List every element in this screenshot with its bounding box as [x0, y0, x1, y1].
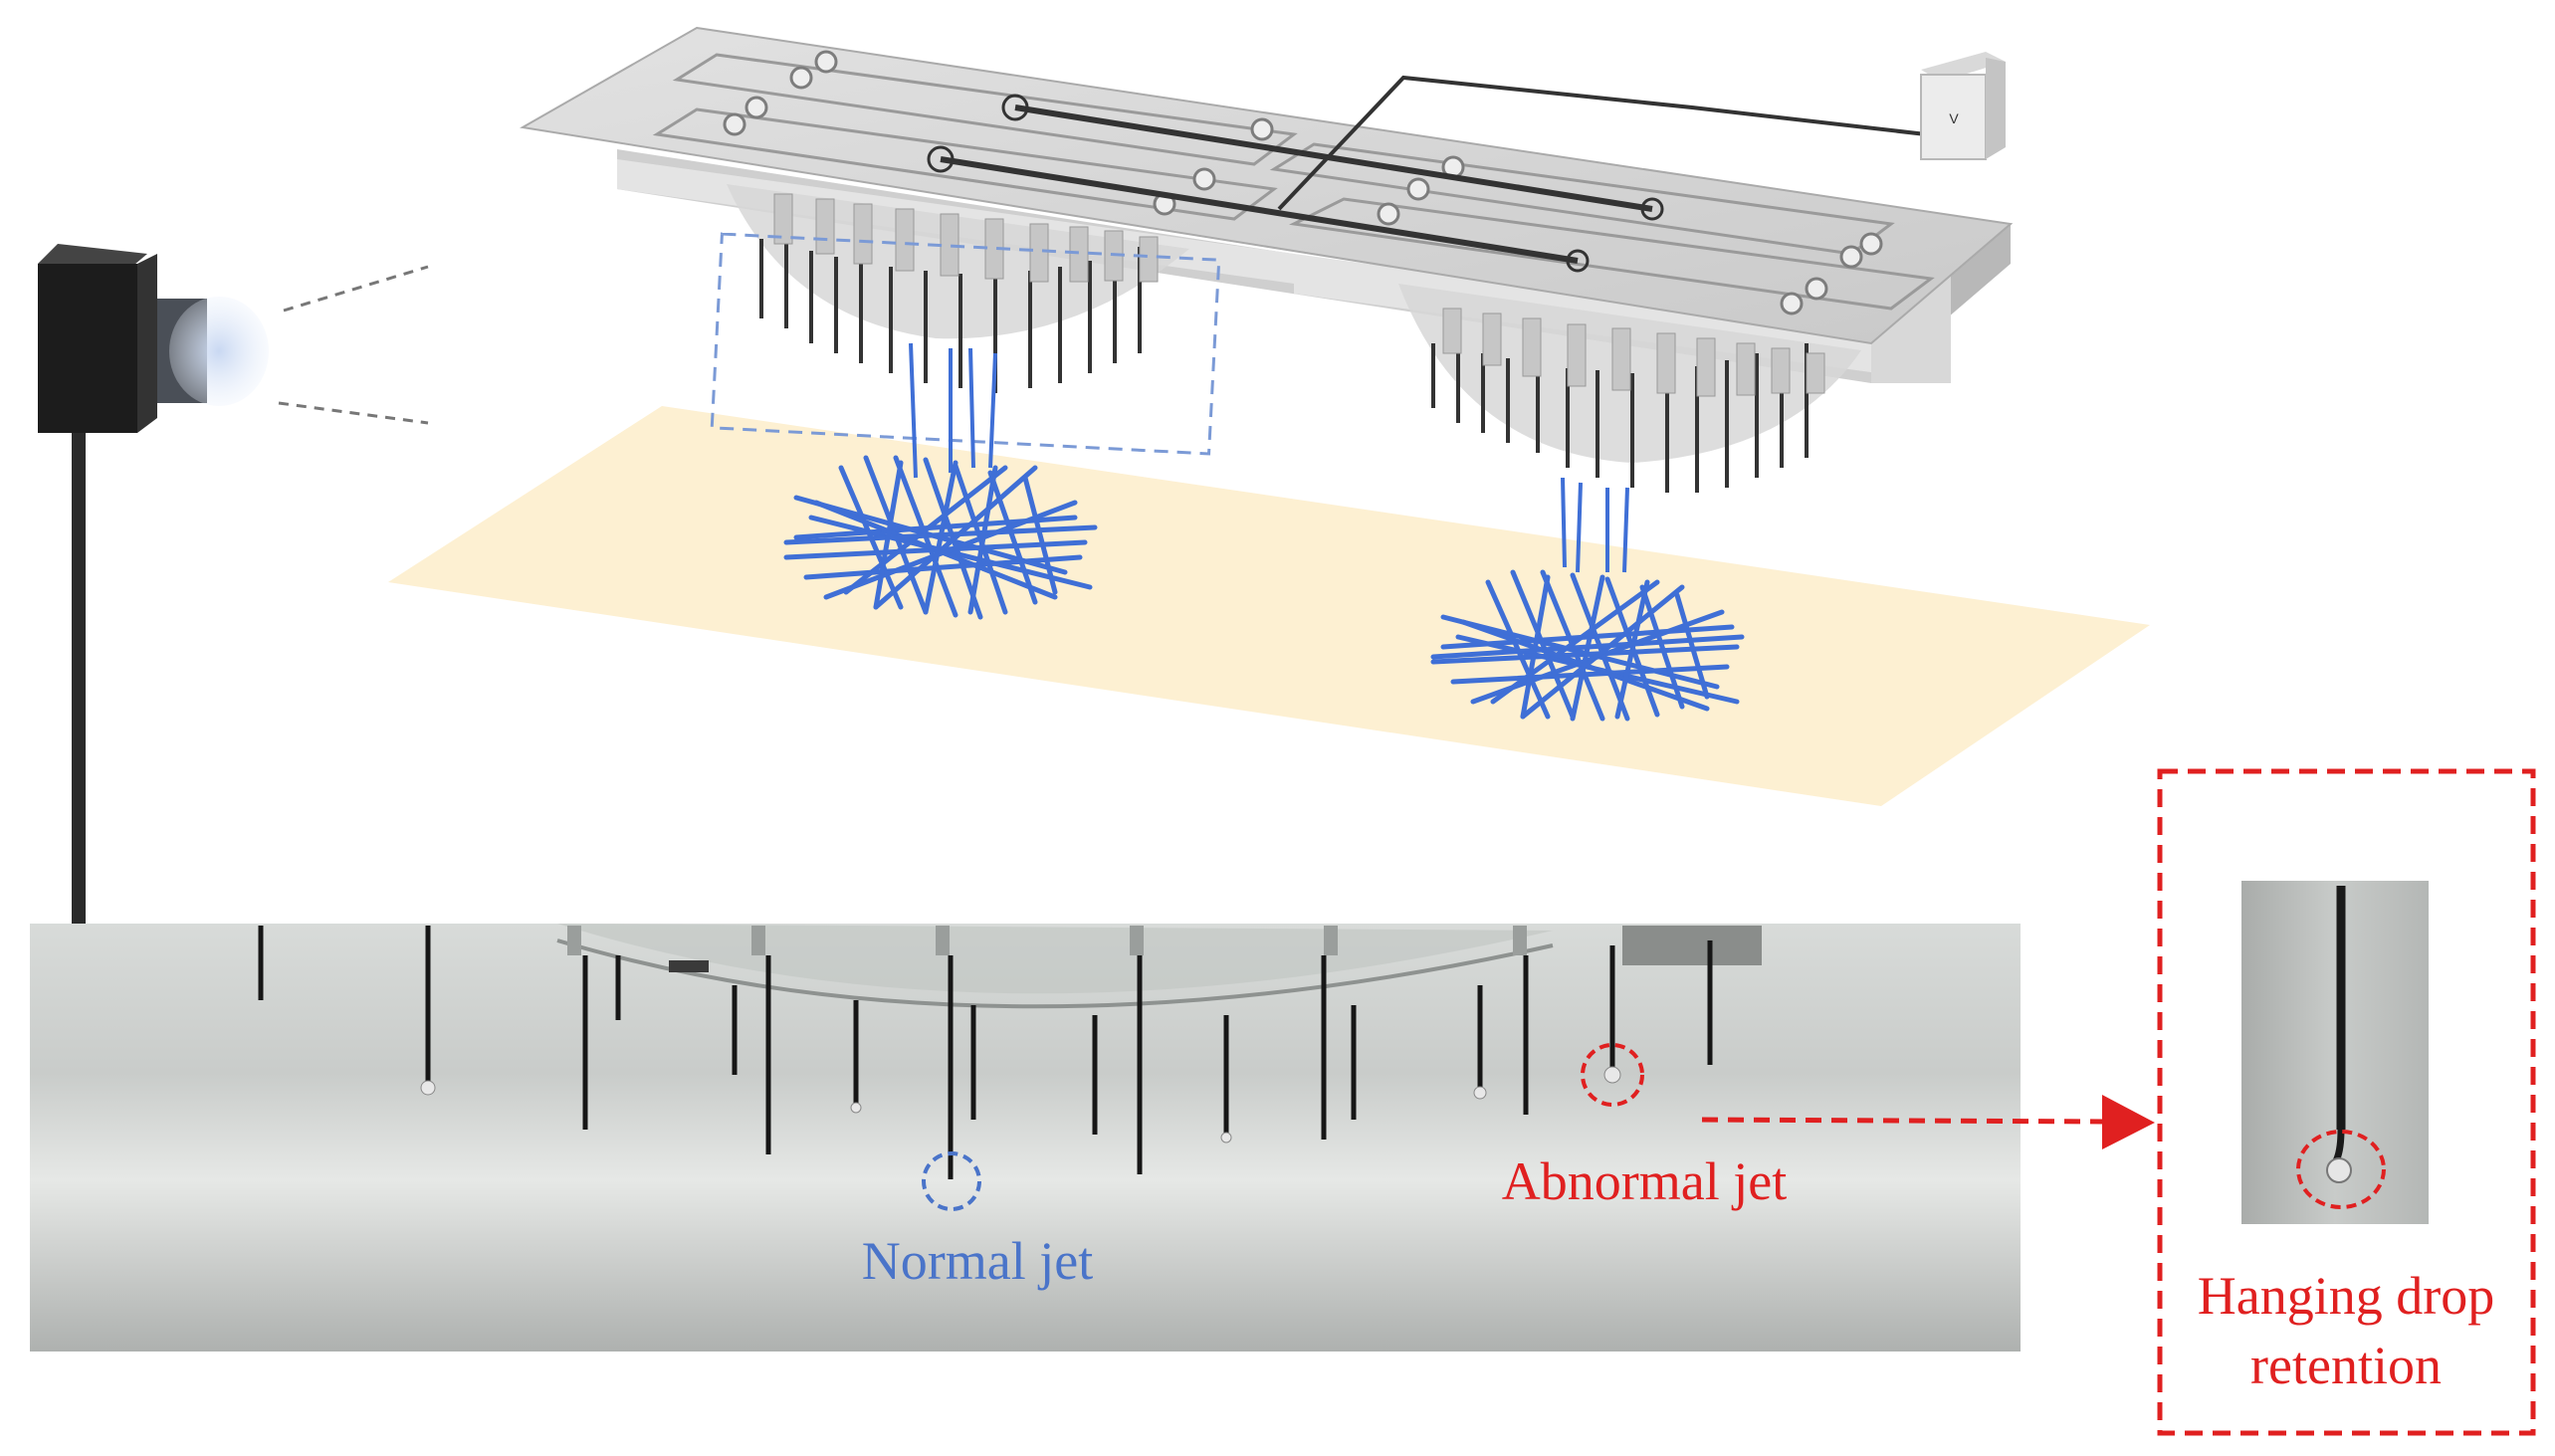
zoom-arrow	[1701, 1095, 2155, 1149]
power-supply-label: V	[1949, 110, 1959, 126]
camera-stand	[72, 418, 86, 926]
camera-view-line-bottom	[278, 401, 429, 425]
hanging-drop-label-line2: retention	[2250, 1336, 2442, 1395]
hanging-drop-label-line1: Hanging drop	[2198, 1266, 2494, 1326]
camera-view-line-top	[283, 265, 429, 312]
camera-photo: Normal jet Abnormal jet	[30, 924, 2021, 1352]
collector-plane	[388, 406, 2150, 806]
hanging-drop-marker	[2296, 1130, 2386, 1209]
camera-icon	[38, 244, 429, 926]
jets-left	[909, 342, 997, 479]
power-supply-icon: V	[1920, 52, 2006, 160]
fiber-mat-left	[783, 455, 1098, 620]
abnormal-jet-label: Abnormal jet	[1502, 1151, 1787, 1211]
abnormal-jet-marker	[1581, 1043, 1644, 1107]
normal-jet-marker	[922, 1151, 981, 1211]
nozzle-array-right	[1398, 284, 1861, 493]
fiber-mat-right	[1430, 569, 1745, 722]
camera-lens-glow	[169, 297, 269, 406]
hanging-drop-inset: Hanging drop retention	[2157, 768, 2536, 1436]
jets-right	[1561, 477, 1629, 573]
normal-jet-label: Normal jet	[862, 1231, 1093, 1291]
nozzle-array-left	[710, 184, 1221, 456]
camera-body	[38, 264, 137, 433]
camera-focus-box	[710, 232, 1221, 456]
